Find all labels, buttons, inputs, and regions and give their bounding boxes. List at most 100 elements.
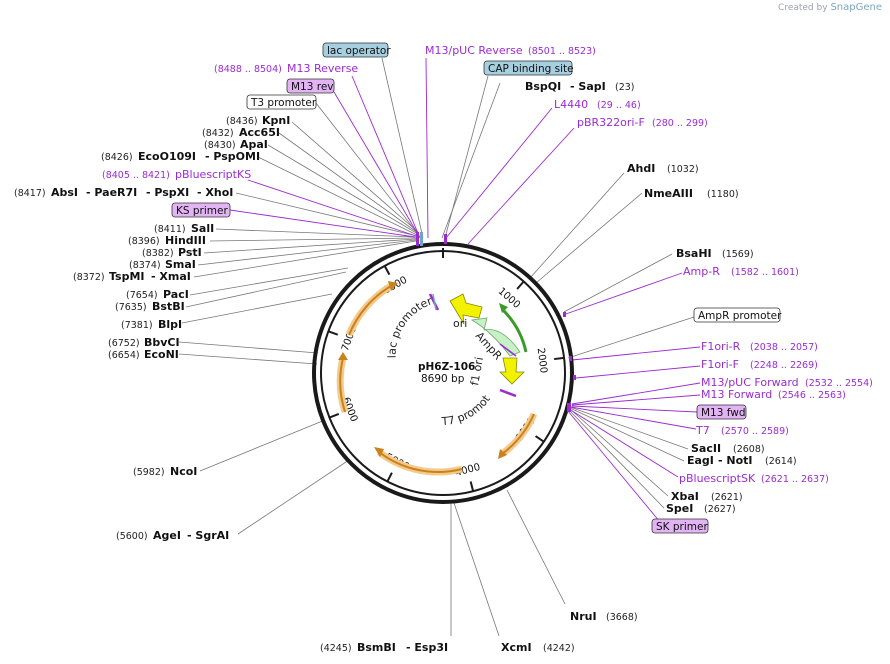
boxed-feature-labels: lac operator CAP binding site M13 rev T3… (171, 42, 782, 534)
eco0109i-line (257, 156, 418, 236)
m13-reverse-name: M13 Reverse (287, 62, 358, 75)
f1ori-r-name: F1ori-R (701, 340, 741, 353)
eco0109i-pos: (8426) (101, 152, 133, 163)
enzyme-connector-lines (178, 57, 695, 637)
tspmi-name: TspMI (109, 270, 145, 283)
f1ori-r-marker (569, 356, 572, 361)
hindiii-pos: (8396) (128, 236, 160, 247)
nmeaiii-name: NmeAIII (644, 187, 693, 200)
pspomi-name: - PspOMI (205, 150, 260, 163)
absi-line (235, 192, 418, 237)
eagi-pos: (2614) (765, 456, 797, 467)
m13-rev-text: M13 rev (291, 81, 334, 93)
eco0109i-name: EcoO109I (138, 150, 196, 163)
hindiii-name: HindIII (165, 234, 206, 247)
kpni-line (291, 121, 419, 233)
smai-name: SmaI (165, 258, 196, 271)
bstbi-name: BstBI (152, 300, 185, 313)
agei-pos: (5600) (116, 531, 148, 542)
pspxi-name: - PspXI (146, 186, 189, 199)
ampr-arc-green (500, 307, 528, 353)
m13-reverse-line (351, 75, 421, 239)
f1ori-f-marker (573, 375, 576, 380)
cap-site-line (444, 75, 489, 239)
xcmi-line (452, 499, 500, 637)
t7-range: (2570 .. 2589) (721, 426, 789, 437)
bsahi-pos: (1569) (722, 249, 754, 260)
amp-r-line (562, 272, 683, 316)
bsahi-name: BsaHI (676, 247, 712, 260)
m13-fwd-marker (567, 403, 571, 412)
snapgene-logo-text: SnapGene (830, 2, 882, 13)
nmeaiii-line (535, 192, 643, 284)
f1ori-r-line (571, 346, 701, 361)
f1ori-f-range: (2248 .. 2269) (750, 360, 818, 371)
orange-arrowhead-4 (498, 449, 507, 459)
m13-fwd-text: M13 fwd (701, 407, 746, 419)
apai-pos: (8430) (204, 140, 236, 151)
f1-ori-marker (499, 343, 517, 357)
f1ori-f-line (575, 365, 701, 379)
psti-name: PstI (178, 246, 202, 259)
m13-puc-reverse-range: (8501 .. 8523) (528, 46, 596, 57)
eagi-line (569, 407, 685, 462)
plasmid-backbone (312, 242, 574, 504)
xbai-pos: (2621) (711, 492, 743, 503)
m13-forward-range: (2546 .. 2563) (778, 390, 846, 401)
sacii-line (569, 406, 689, 450)
ks-primer-line (229, 209, 416, 238)
xbai-name: XbaI (671, 490, 699, 503)
lac-marker-blue (432, 293, 437, 311)
m13-puc-reverse-name: M13/pUC Reverse (425, 44, 523, 57)
acc65i-pos: (8432) (202, 128, 234, 139)
bbvci-name: BbvCI (144, 336, 180, 349)
xhoi-name: - XhoI (197, 186, 233, 199)
sgrai-name: - SgrAI (187, 529, 229, 542)
created-by-text: Created by (778, 3, 828, 13)
nmeaiii-pos: (1180) (707, 189, 739, 200)
xbai-line (569, 408, 669, 497)
xmai-name: - XmaI (151, 270, 191, 283)
t7-name: T7 (695, 424, 710, 437)
tspmi-pos: (8372) (73, 272, 105, 283)
pbluescriptks-line (247, 179, 417, 237)
ampr-promoter-line (567, 316, 695, 359)
sacii-pos: (2608) (733, 444, 765, 455)
orange-arc-line-2 (339, 357, 346, 413)
l4440-name: L4440 (554, 98, 588, 111)
econi-line (178, 353, 318, 365)
paci-line (189, 267, 349, 296)
f1-ori-label: f1 ori (468, 356, 486, 387)
nrui-pos: (3668) (606, 612, 638, 623)
kpni-pos: (8436) (226, 116, 258, 127)
bstbi-line (185, 271, 347, 308)
t3-promoter-text: T3 promoter (250, 97, 317, 109)
paci-name: PacI (163, 288, 189, 301)
smai-line (197, 239, 417, 266)
bsmbi-name: BsmBI (357, 641, 396, 654)
sk-primer-text: SK primer (656, 521, 708, 533)
blpi-name: BlpI (158, 318, 182, 331)
snapgene-branding: Created by SnapGene (778, 2, 882, 13)
sacii-name: SacII (691, 442, 721, 455)
ori-label: ori (453, 317, 467, 330)
f1ori-r-range: (2038 .. 2057) (750, 342, 818, 353)
mcs-marker-mid (420, 232, 423, 246)
bsahi-line (563, 253, 673, 313)
inner-features (416, 232, 576, 412)
ampr-promoter-box (693, 307, 781, 323)
t7-line (570, 406, 697, 430)
paci-pos: (7654) (126, 290, 158, 301)
psti-line (203, 238, 417, 254)
orange-arrowhead-2 (338, 352, 348, 360)
noti-name: - NotI (718, 454, 753, 467)
sk-primer-line (567, 410, 661, 523)
spei-pos: (2627) (704, 504, 736, 515)
xcmi-pos: (4242) (543, 643, 575, 654)
blpi-pos: (7381) (121, 320, 153, 331)
ruler-tick-2000 (554, 356, 565, 361)
orange-arc-line-3 (378, 451, 463, 474)
ncoi-name: NcoI (170, 465, 197, 478)
ruler-tick-3000 (534, 435, 545, 443)
